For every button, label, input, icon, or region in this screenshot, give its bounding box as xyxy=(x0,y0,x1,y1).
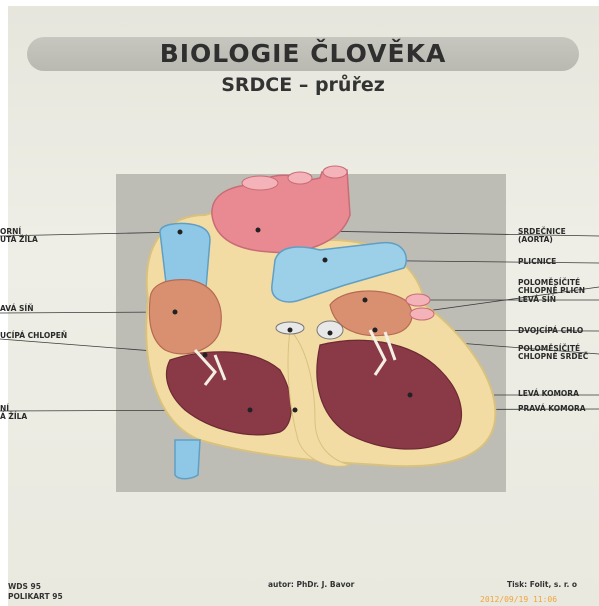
footer-wds: WDS 95 xyxy=(8,582,41,591)
aorta xyxy=(212,170,350,253)
label-left-atrium: LEVÁ SÍŇ xyxy=(518,296,556,304)
aorta-branch-2 xyxy=(288,172,312,184)
label-mitral-valve: DVOJCÍPÁ CHLO xyxy=(518,327,583,335)
label-pulmonary-semilunar-valves: POLOMĚSÍČITÉ CHLOPNĚ PLICN xyxy=(518,279,585,295)
label-right-ventricle: PRAVÁ KOMORA xyxy=(518,405,586,413)
pulmonary-vein-1 xyxy=(406,294,430,306)
label-tricuspid-valve: UCÍPÁ CHLOPEŇ xyxy=(0,332,67,340)
label-pulmonary-trunk: PLICNICE xyxy=(518,258,556,266)
footer-printer: Tisk: Folit, s. r. o xyxy=(507,580,577,589)
label-inferior-vena-cava: NÍ Á ŽÍLA xyxy=(0,405,27,421)
aorta-branch-3 xyxy=(323,166,347,178)
inferior-vena-cava xyxy=(175,440,200,479)
footer-polikart: POLIKART 95 xyxy=(8,592,63,601)
camera-date-stamp: 2012/09/19 11:06 xyxy=(480,595,557,604)
label-aortic-semilunar-valves: POLOMĚSÍČITÉ CHLOPNĚ SRDEČ xyxy=(518,345,588,361)
footer-author: autor: PhDr. J. Bavor xyxy=(268,580,354,589)
aorta-branch-1 xyxy=(242,176,278,190)
label-aorta: SRDEČNICE (AORTA) xyxy=(518,228,566,244)
label-superior-vena-cava: ORNÍ UTÁ ŽÍLA xyxy=(0,228,38,244)
aortic-valve xyxy=(317,321,343,339)
label-right-atrium: AVÁ SÍŇ xyxy=(0,305,33,313)
pulmonary-vein-2 xyxy=(410,308,434,320)
label-left-ventricle: LEVÁ KOMORA xyxy=(518,390,579,398)
right-atrium xyxy=(149,280,221,354)
